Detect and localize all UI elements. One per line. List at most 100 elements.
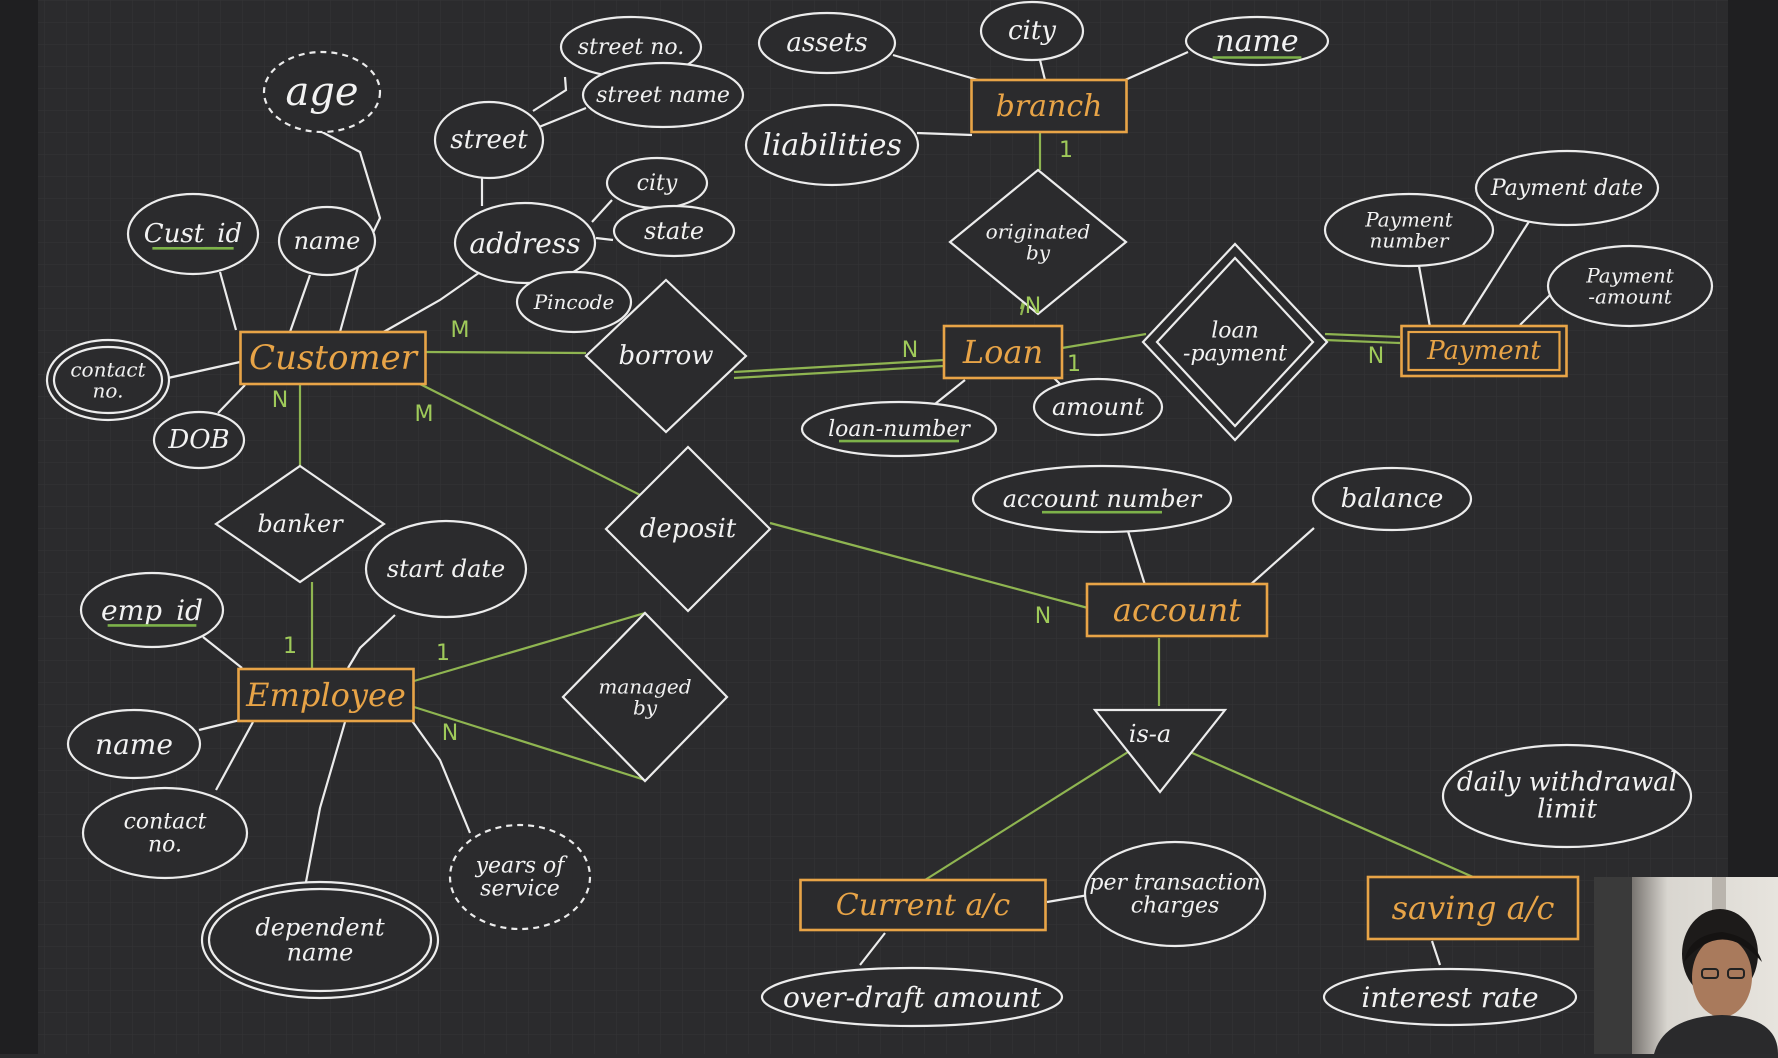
attribute-amount[interactable]: amount bbox=[1032, 377, 1164, 437]
attribute-pincode[interactable]: Pincode bbox=[515, 270, 633, 334]
attribute-street_name[interactable]: street name bbox=[581, 61, 745, 129]
attr-link-8 bbox=[538, 106, 587, 129]
entity-branch[interactable]: branch bbox=[970, 78, 1128, 134]
attribute-liabilities[interactable]: liabilities bbox=[744, 103, 920, 187]
attr-link-22 bbox=[1249, 527, 1315, 586]
attribute-label-interest_rate: interest rate bbox=[1361, 981, 1538, 1014]
entity-label-current: Current a/c bbox=[836, 888, 1011, 923]
attribute-state[interactable]: state bbox=[612, 204, 736, 258]
attribute-label-assets: assets bbox=[786, 28, 867, 58]
diamond-shape bbox=[948, 168, 1128, 316]
attribute-assets[interactable]: assets bbox=[757, 11, 897, 75]
attribute-label-dob: DOB bbox=[167, 425, 229, 455]
attribute-account_number[interactable]: account number bbox=[971, 464, 1233, 534]
attr-link-23 bbox=[202, 636, 243, 669]
attr-link-9 bbox=[591, 199, 613, 223]
attr-link-17 bbox=[1459, 219, 1531, 331]
attribute-ellipse bbox=[433, 100, 545, 180]
attribute-loan_number[interactable]: loan-number bbox=[800, 400, 998, 458]
attribute-age[interactable]: age bbox=[262, 50, 382, 134]
attribute-ellipse bbox=[515, 270, 633, 334]
diamond-shape bbox=[1141, 242, 1329, 442]
attribute-ellipse bbox=[200, 880, 440, 1000]
relationship-deposit[interactable]: deposit bbox=[604, 445, 772, 613]
relationship-label-isa: is-a bbox=[1129, 720, 1171, 748]
attribute-city_branch[interactable]: city bbox=[979, 0, 1085, 62]
relationship-isa[interactable]: is-a bbox=[1092, 708, 1228, 794]
attribute-label-account_number: account number bbox=[1003, 485, 1203, 513]
attribute-start_date[interactable]: start date bbox=[364, 519, 528, 619]
attr-link-19 bbox=[934, 379, 966, 405]
entity-employee[interactable]: Employee bbox=[237, 667, 415, 723]
attribute-emp_id[interactable]: emp_id bbox=[79, 571, 225, 649]
attribute-ellipse bbox=[1322, 967, 1578, 1027]
attribute-label-loan_number: loan-number bbox=[828, 417, 971, 442]
relationship-loanpay[interactable]: loan-payment bbox=[1141, 242, 1329, 442]
attribute-ellipse bbox=[1323, 192, 1495, 268]
attribute-branch_name[interactable]: name bbox=[1184, 15, 1330, 67]
attribute-address[interactable]: address bbox=[453, 201, 597, 285]
entity-account[interactable]: account bbox=[1085, 582, 1269, 638]
cardinality-acct-deposit: N bbox=[1035, 604, 1051, 629]
attribute-label-branch_name: name bbox=[1215, 24, 1298, 59]
attribute-dob[interactable]: DOB bbox=[152, 410, 246, 470]
attribute-cust_name[interactable]: name bbox=[277, 205, 377, 277]
attribute-balance[interactable]: balance bbox=[1311, 466, 1473, 532]
attribute-label-liabilities: liabilities bbox=[762, 128, 902, 163]
diamond-shape bbox=[214, 464, 386, 584]
attribute-ellipse bbox=[1311, 466, 1473, 532]
attribute-street[interactable]: street bbox=[433, 100, 545, 180]
attribute-ellipse bbox=[152, 410, 246, 470]
attr-link-0 bbox=[321, 131, 382, 333]
entity-payment[interactable]: Payment bbox=[1400, 324, 1568, 378]
link-loanpay-payment-b bbox=[1324, 338, 1401, 345]
attribute-ellipse bbox=[453, 201, 597, 285]
entity-box bbox=[970, 78, 1128, 134]
cardinality-cust-deposit: M bbox=[415, 402, 434, 427]
attribute-label-payment_date: Payment date bbox=[1490, 176, 1643, 201]
attr-link-3 bbox=[167, 360, 241, 380]
entity-saving[interactable]: saving a/c bbox=[1366, 875, 1580, 941]
attribute-payment_date[interactable]: Payment date bbox=[1474, 149, 1660, 227]
attr-link-10 bbox=[595, 236, 614, 242]
attribute-label-start_date: start date bbox=[387, 555, 506, 583]
attribute-label-cust_name: name bbox=[294, 227, 361, 255]
attribute-overdraft[interactable]: over-draft amount bbox=[760, 966, 1064, 1028]
attr-link-21 bbox=[1125, 527, 1147, 586]
link-customer-borrow bbox=[425, 350, 587, 355]
attribute-ellipse bbox=[757, 11, 897, 75]
attribute-ellipse bbox=[45, 338, 171, 422]
relationship-borrow[interactable]: borrow bbox=[584, 278, 748, 434]
attribute-interest_rate[interactable]: interest rate bbox=[1322, 967, 1578, 1027]
entity-customer[interactable]: Customer bbox=[239, 330, 427, 386]
relationship-banker[interactable]: banker bbox=[214, 464, 386, 584]
attribute-cust_id[interactable]: Cust_id bbox=[126, 192, 260, 276]
attribute-emp_name[interactable]: name bbox=[66, 708, 202, 780]
attr-link-2 bbox=[288, 274, 312, 333]
attr-link-14 bbox=[1124, 50, 1189, 82]
entity-loan[interactable]: Loan bbox=[942, 324, 1064, 380]
attribute-city_addr[interactable]: city bbox=[605, 156, 709, 210]
attribute-ellipse bbox=[581, 61, 745, 129]
entity-current[interactable]: Current a/c bbox=[799, 878, 1047, 932]
attribute-label-payment_amount: Payment-amount bbox=[1585, 264, 1674, 309]
attribute-ellipse bbox=[744, 103, 920, 187]
attribute-label-city_branch: city bbox=[1008, 16, 1056, 46]
cardinality-emp-managed-1: 1 bbox=[436, 641, 450, 666]
attribute-payment_amount[interactable]: Payment-amount bbox=[1546, 244, 1714, 328]
